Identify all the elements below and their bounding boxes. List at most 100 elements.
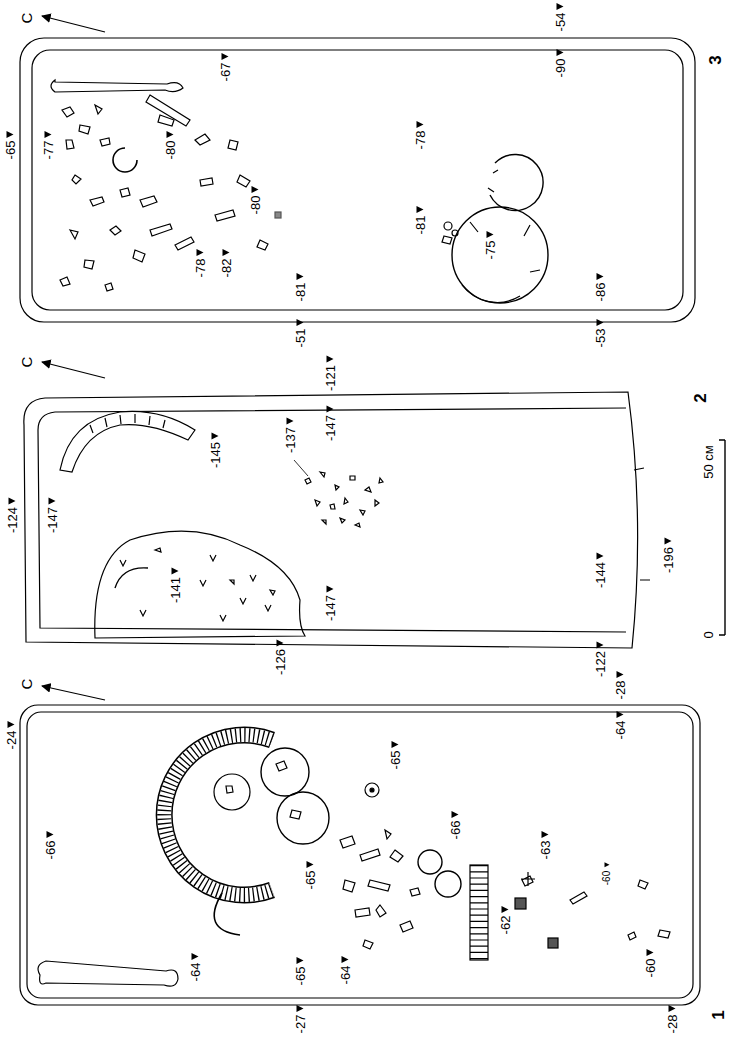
bead-necklace xyxy=(164,735,272,895)
pit-bottom xyxy=(27,712,693,998)
depth-mark: -124 xyxy=(6,506,19,534)
depth-mark: -28 xyxy=(666,1014,679,1035)
find xyxy=(515,898,526,909)
pit-outline xyxy=(24,392,638,648)
ring xyxy=(261,748,309,796)
depth-mark: -141 xyxy=(169,576,182,604)
depth-marker xyxy=(597,641,604,648)
stone-patch xyxy=(95,531,305,638)
depth-mark: -65 xyxy=(294,966,307,987)
depth-mark: -75 xyxy=(484,240,497,261)
pit-outline xyxy=(20,38,695,322)
depth-mark: -144 xyxy=(594,561,607,589)
pit-bottom xyxy=(38,408,626,632)
depth-mark: -147 xyxy=(324,414,337,442)
depth-marker xyxy=(277,639,284,646)
find xyxy=(365,783,379,797)
depth-marker xyxy=(597,319,604,326)
find xyxy=(521,872,535,886)
find xyxy=(548,938,558,948)
bead-row xyxy=(470,865,488,960)
bone-fragments xyxy=(340,830,420,949)
bead-necklace xyxy=(164,735,272,895)
hatching xyxy=(120,555,271,621)
depth-marker xyxy=(212,432,219,439)
depth-marker xyxy=(172,567,179,574)
depth-mark: -51 xyxy=(294,328,307,349)
depth-marker xyxy=(45,131,52,138)
depth-marker xyxy=(617,671,624,678)
depth-mark: -63 xyxy=(539,840,552,861)
depth-mark: -67 xyxy=(219,62,232,83)
jaw xyxy=(60,411,195,472)
depth-marker xyxy=(252,186,259,193)
north-arrow xyxy=(42,686,105,700)
depth-mark: -196 xyxy=(662,546,675,574)
bone xyxy=(146,95,190,126)
depth-marker xyxy=(417,121,424,128)
pit-bottom xyxy=(32,50,683,310)
depth-marker xyxy=(392,741,399,748)
ring xyxy=(115,568,148,588)
depth-mark: -60 xyxy=(644,958,657,979)
depth-mark: -82 xyxy=(220,258,233,279)
depth-marker xyxy=(669,1005,676,1012)
depth-marker xyxy=(487,231,494,238)
depth-mark: -64 xyxy=(614,720,627,741)
depth-markers xyxy=(7,3,676,1012)
depth-marker xyxy=(297,273,304,280)
depth-mark: -145 xyxy=(209,441,222,469)
depth-mark: -86 xyxy=(594,282,607,303)
scale-bar xyxy=(719,440,725,635)
depth-marker xyxy=(597,552,604,559)
ring xyxy=(490,155,543,211)
skull-detail xyxy=(462,222,540,302)
depth-mark: -147 xyxy=(324,594,337,622)
depth-marker xyxy=(49,497,56,504)
depth-marker xyxy=(223,249,230,256)
depth-mark: -64 xyxy=(189,962,202,983)
depth-marker xyxy=(542,831,549,838)
depth-marker xyxy=(342,956,349,963)
depth-marker xyxy=(9,497,16,504)
depth-marker xyxy=(7,131,14,138)
depth-marker xyxy=(287,417,294,424)
depth-marker xyxy=(197,249,204,256)
bead-row xyxy=(470,865,488,960)
depth-mark: -60 xyxy=(602,870,612,886)
depth-marker xyxy=(597,273,604,280)
depth-mark: -65 xyxy=(304,870,317,891)
depth-mark: -147 xyxy=(46,506,59,534)
depth-marker xyxy=(665,537,672,544)
depth-marker xyxy=(557,3,564,10)
scale-label: 0 xyxy=(702,630,715,639)
fragments xyxy=(226,761,301,819)
depth-mark: -53 xyxy=(594,328,607,349)
find xyxy=(444,222,452,230)
depth-mark: -80 xyxy=(249,195,262,216)
depth-marker xyxy=(327,585,334,592)
scale-label: 50 см xyxy=(702,444,715,480)
find xyxy=(275,212,281,218)
depth-mark: -27 xyxy=(294,1014,307,1035)
depth-marker xyxy=(297,319,304,326)
leader-line xyxy=(294,460,308,476)
depth-marker xyxy=(647,949,654,956)
depth-marker xyxy=(417,206,424,213)
depth-mark: -66 xyxy=(449,820,462,841)
find xyxy=(442,236,452,244)
bone-fragments xyxy=(60,105,268,291)
north-arrow xyxy=(42,362,105,378)
depth-marker xyxy=(452,811,459,818)
depth-mark: -122 xyxy=(594,650,607,678)
depth-mark: -65 xyxy=(4,140,17,161)
depth-mark: -54 xyxy=(554,12,567,33)
depth-mark: -24 xyxy=(5,730,18,751)
depth-mark: -121 xyxy=(324,364,337,392)
bone xyxy=(38,961,178,986)
ring xyxy=(435,871,461,897)
depth-mark: -126 xyxy=(274,648,287,676)
depth-marker xyxy=(307,861,314,868)
